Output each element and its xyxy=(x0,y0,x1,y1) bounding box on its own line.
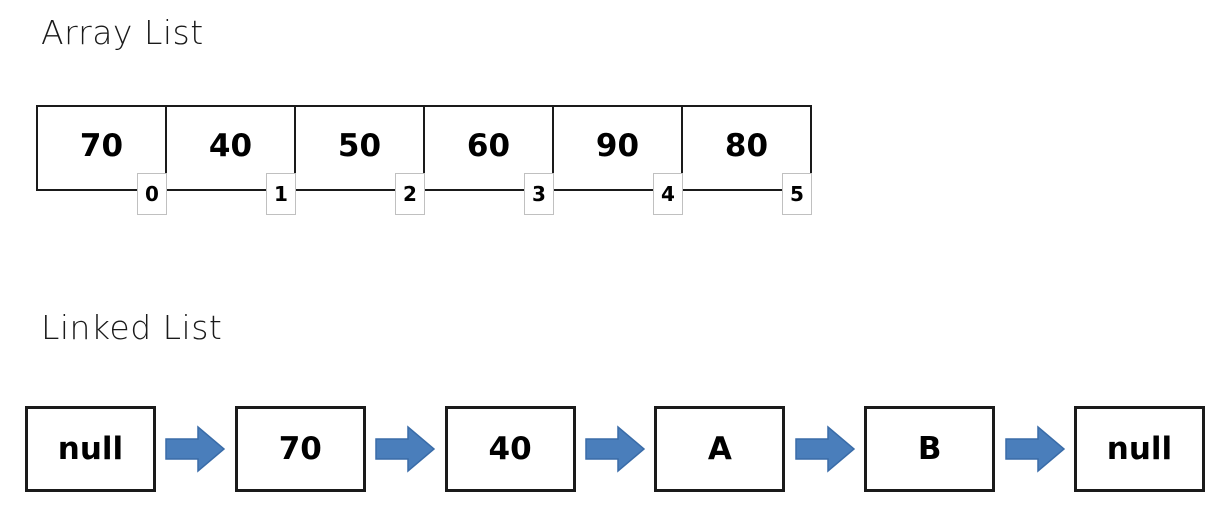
array-index-badge-0: 0 xyxy=(137,173,167,215)
linked-list-node-5: null xyxy=(1073,406,1205,492)
right-block-arrow-icon xyxy=(785,425,864,473)
linked-list-node-3: A xyxy=(654,406,786,492)
array-cell-5: 80 5 xyxy=(683,107,812,215)
array-index-badge-1: 1 xyxy=(266,173,296,215)
right-block-arrow-icon xyxy=(576,425,655,473)
array-cells-row: 70 0 40 1 50 2 60 3 90 4 80 5 xyxy=(36,105,812,215)
array-cell-value: 80 xyxy=(724,127,769,164)
linked-list-node-value: null xyxy=(1106,430,1173,467)
linked-list-node-2: 40 xyxy=(444,406,576,492)
array-cell-0: 70 0 xyxy=(38,107,167,215)
array-cell-2: 50 2 xyxy=(296,107,425,215)
array-list-title: Array List xyxy=(41,13,204,52)
right-block-arrow-icon xyxy=(995,425,1074,473)
array-cell-value: 50 xyxy=(337,127,382,164)
linked-list-diagram: null 70 40 A B null xyxy=(25,406,1205,492)
linked-list-node-0: null xyxy=(25,406,156,492)
linked-list-node-value: null xyxy=(57,430,124,467)
array-cell-value: 40 xyxy=(208,127,253,164)
right-block-arrow-icon xyxy=(156,425,235,473)
array-index-badge-3: 3 xyxy=(524,173,554,215)
array-index-badge-5: 5 xyxy=(782,173,812,215)
array-cell-1: 40 1 xyxy=(167,107,296,215)
array-cell-value: 90 xyxy=(595,127,640,164)
linked-list-node-1: 70 xyxy=(234,406,366,492)
array-cell-value: 70 xyxy=(79,127,124,164)
array-index-badge-2: 2 xyxy=(395,173,425,215)
linked-list-title: Linked List xyxy=(41,308,223,347)
right-block-arrow-icon xyxy=(366,425,445,473)
linked-list-node-value: 40 xyxy=(488,430,532,467)
array-cell-4: 90 4 xyxy=(554,107,683,215)
linked-list-node-value: B xyxy=(917,430,942,467)
array-index-badge-4: 4 xyxy=(653,173,683,215)
linked-list-node-value: 70 xyxy=(278,430,322,467)
linked-list-node-4: B xyxy=(864,406,996,492)
array-list-diagram: 70 0 40 1 50 2 60 3 90 4 80 5 xyxy=(36,105,812,215)
array-cell-3: 60 3 xyxy=(425,107,554,215)
linked-list-node-value: A xyxy=(707,430,732,467)
array-cell-value: 60 xyxy=(466,127,511,164)
